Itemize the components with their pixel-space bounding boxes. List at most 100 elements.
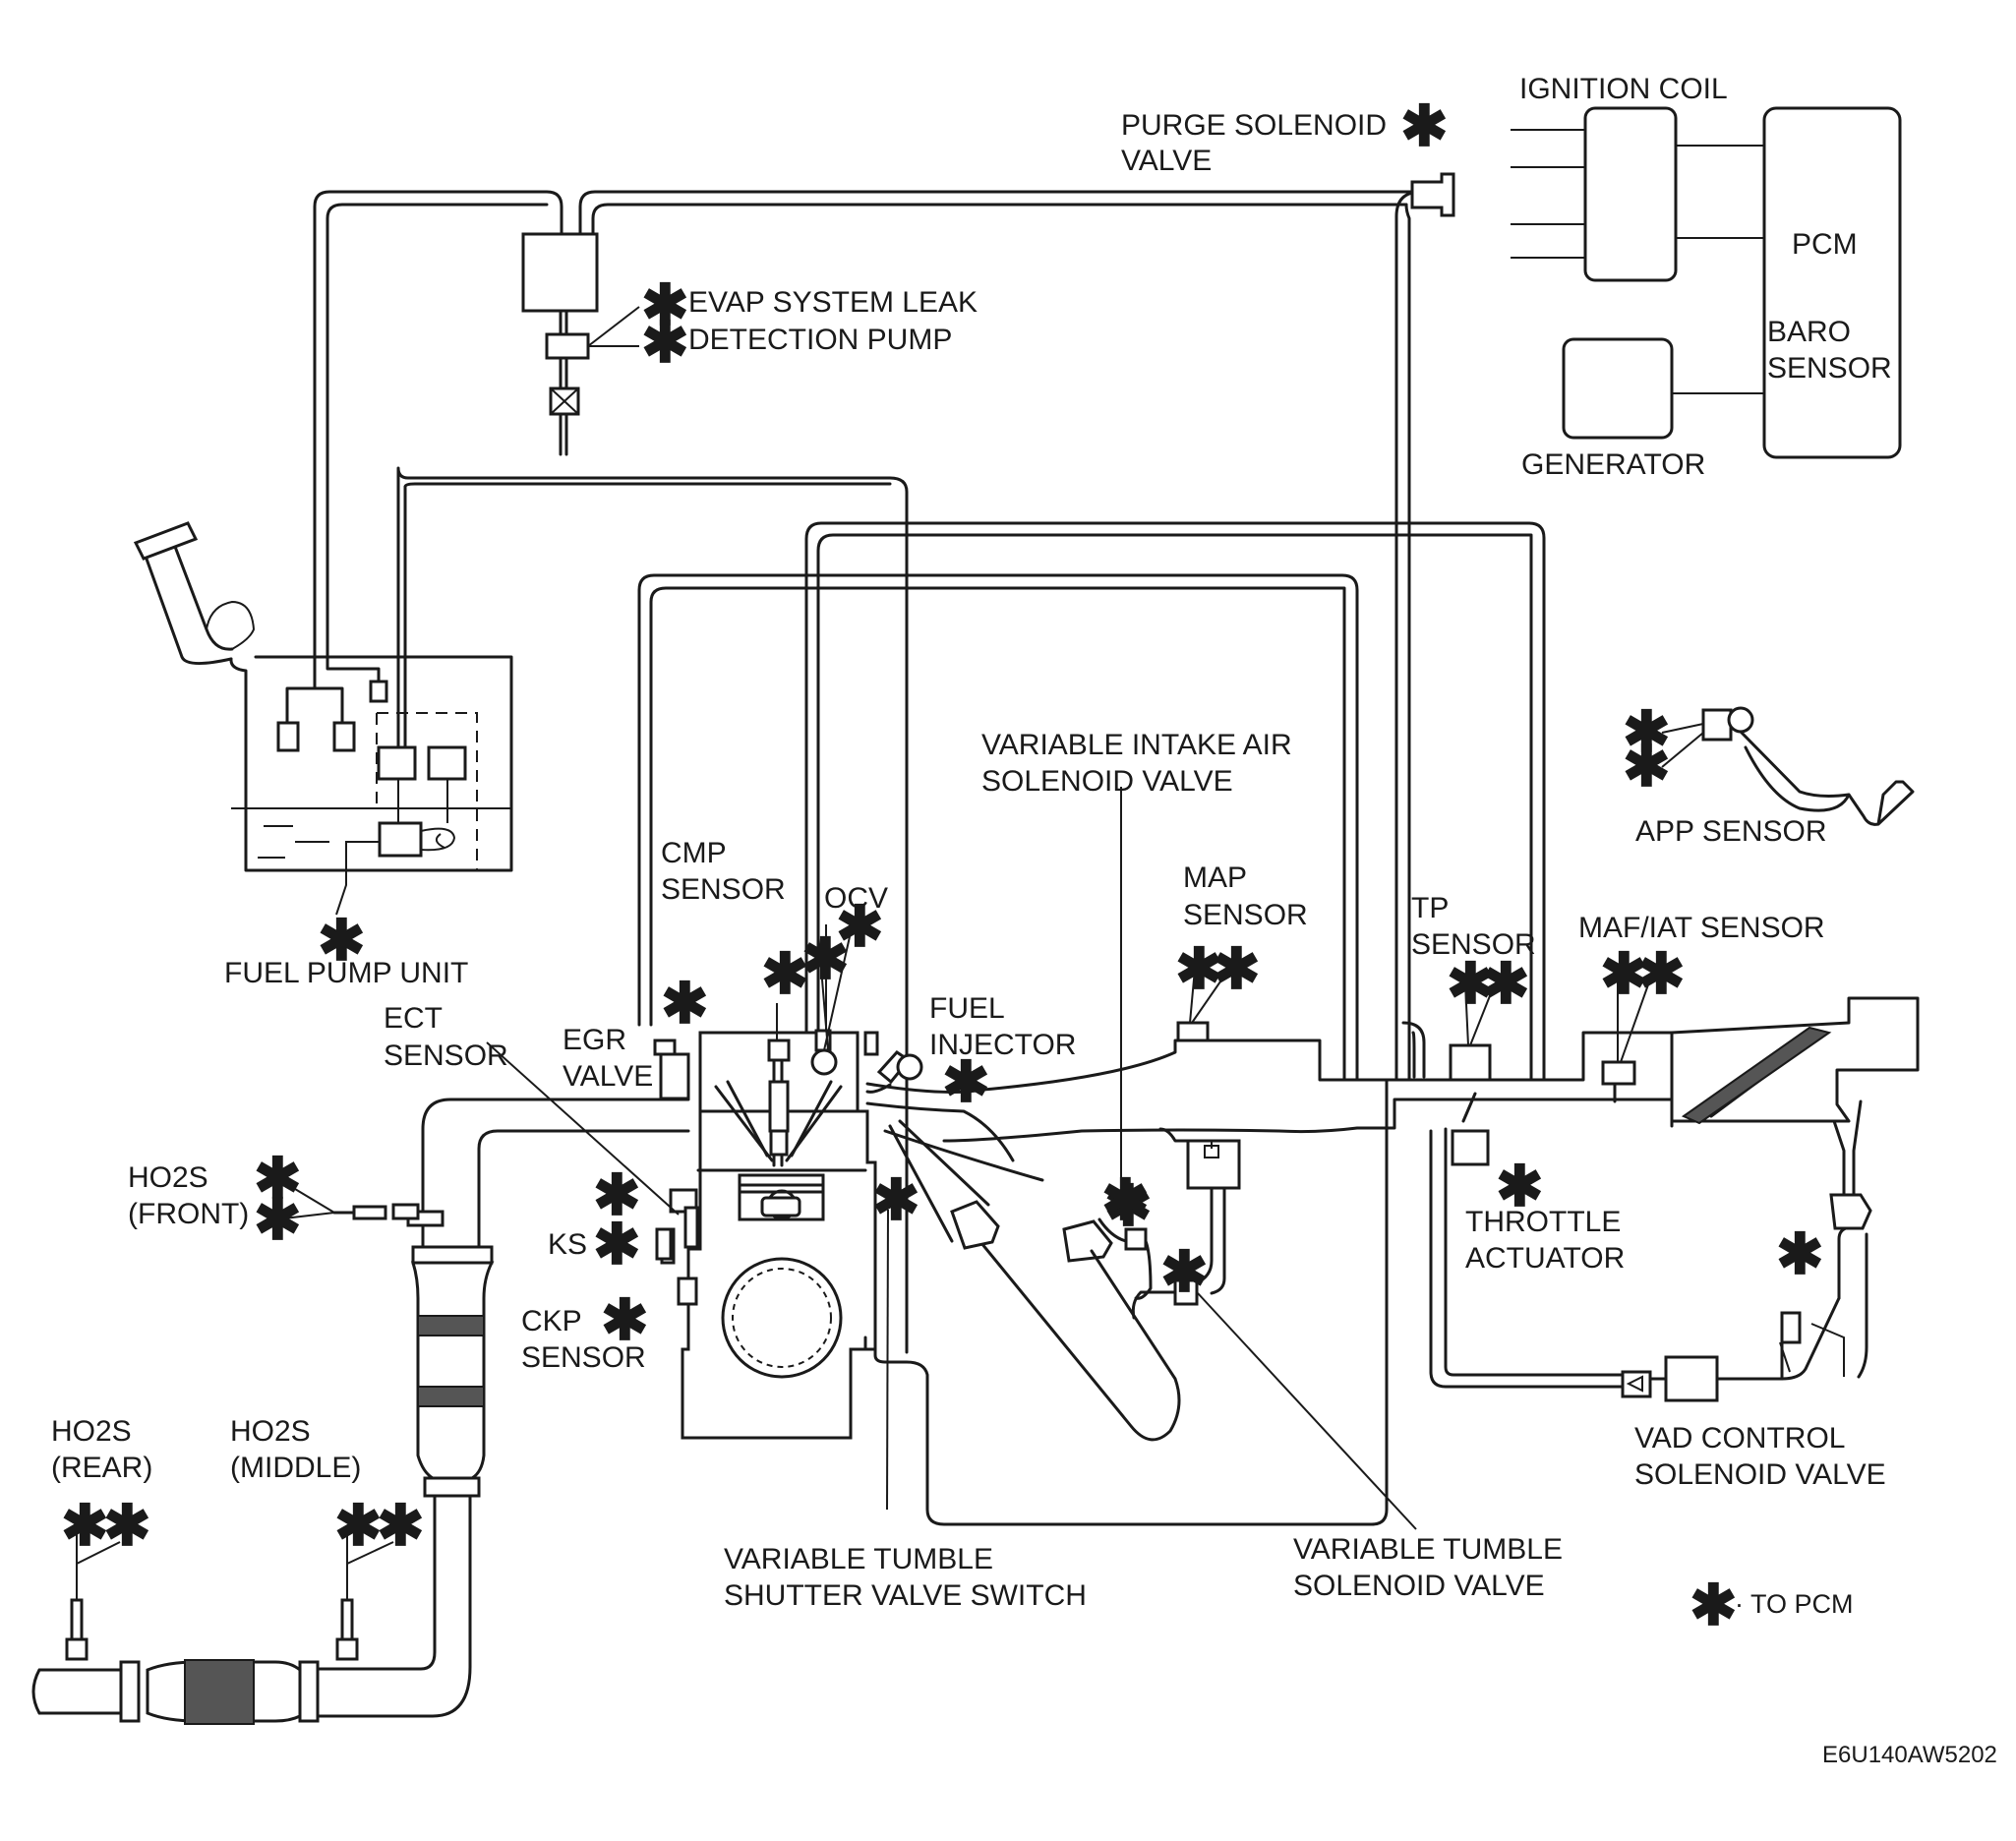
- evap-canister: [521, 232, 599, 313]
- asterisk-icon: ✱: [641, 311, 689, 375]
- evap-leak-pump: [545, 332, 590, 360]
- component-labels: IGNITION COIL PCM BARO SENSOR GENERATOR …: [51, 73, 1892, 1612]
- asterisk-icon: ✱: [801, 927, 850, 991]
- ocv-label: OCV: [824, 882, 888, 915]
- throttle-actuator-label-2: ACTUATOR: [1465, 1242, 1625, 1275]
- variable-intake-label-2: SOLENOID VALVE: [981, 765, 1233, 798]
- tumble-switch-label-1: VARIABLE TUMBLE: [724, 1543, 993, 1575]
- asterisk-icon: ✱: [1623, 700, 1671, 764]
- variable-intake-label-1: VARIABLE INTAKE AIR: [981, 729, 1292, 761]
- figure-code: E6U140AW5202: [1822, 1742, 1997, 1768]
- asterisk-icon: ✱: [1101, 1168, 1150, 1232]
- asterisk-icon: ✱: [872, 1168, 920, 1232]
- generator-label: GENERATOR: [1521, 448, 1705, 481]
- ho2s-front-label-2: (FRONT): [128, 1198, 249, 1230]
- vacuum-lines: [637, 521, 1546, 1082]
- vad-control-label-1: VAD CONTROL: [1634, 1422, 1845, 1455]
- asterisk-icon: ✱: [942, 1050, 990, 1114]
- ckp-sensor-label-1: CKP: [521, 1305, 582, 1337]
- asterisk-icon: ✱: [761, 942, 809, 1006]
- baro-sensor-label-2: SENSOR: [1767, 352, 1892, 385]
- fuel-pump-unit-label: FUEL PUMP UNIT: [224, 957, 468, 989]
- tp-sensor-body: [1449, 1043, 1492, 1082]
- baro-sensor-label-1: BARO: [1767, 316, 1851, 348]
- purge-valve-label-2: VALVE: [1121, 145, 1212, 177]
- purge-valve-label-1: PURGE SOLENOID: [1121, 109, 1387, 142]
- asterisk-icon: ✱: [593, 1213, 641, 1277]
- egr-valve-label-2: VALVE: [563, 1060, 653, 1093]
- egr-valve-body: [653, 1039, 690, 1100]
- asterisk-icon: ✱: [1776, 1222, 1824, 1286]
- evap-hoses: [313, 172, 1455, 1082]
- asterisk-icon: ✱: [1600, 942, 1648, 1006]
- ho2s-rear-label-2: (REAR): [51, 1452, 152, 1484]
- generator-box: [1562, 337, 1674, 440]
- coil-pcm-wires: [1676, 145, 1764, 239]
- evap-pump-label-1: EVAP SYSTEM LEAK: [688, 286, 978, 319]
- asterisk-icon: ✱: [836, 895, 884, 959]
- tumble-solenoid-label-2: SOLENOID VALVE: [1293, 1570, 1545, 1602]
- ignition-coil-label: IGNITION COIL: [1519, 73, 1728, 105]
- vad-tumble-system: [888, 1099, 1872, 1442]
- ho2s-middle-label-2: (MIDDLE): [230, 1452, 361, 1484]
- evap-pump-label-2: DETECTION PUMP: [688, 324, 952, 356]
- intake-tract: [865, 996, 1920, 1182]
- asterisk-icon: ✱: [254, 1188, 302, 1252]
- purge-valve: [1410, 172, 1455, 217]
- tumble-switch-label-2: SHUTTER VALVE SWITCH: [724, 1579, 1087, 1612]
- engine: [653, 1029, 1389, 1526]
- ho2s-middle-label-1: HO2S: [230, 1415, 311, 1448]
- ignition-pcm-group: [1511, 106, 1902, 459]
- asterisk-icon: ✱: [1482, 952, 1530, 1016]
- tp-sensor-label-1: TP: [1411, 892, 1449, 924]
- asterisk-icon: ✱: [1213, 937, 1261, 1001]
- asterisk-icon: ✱: [318, 909, 366, 973]
- asterisk-icon: ✱: [1400, 94, 1449, 158]
- ignition-coil-box: [1583, 106, 1678, 282]
- ckp-sensor-label-2: SENSOR: [521, 1341, 646, 1374]
- maf-iat-sensor-label: MAF/IAT SENSOR: [1578, 912, 1825, 944]
- legend-text: · TO PCM: [1735, 1589, 1854, 1619]
- asterisk-icon: ✱: [1447, 952, 1495, 1016]
- map-sensor-body: [1176, 1021, 1210, 1042]
- asterisk-icon: ✱: [254, 1147, 302, 1211]
- pcm-box: [1762, 106, 1902, 459]
- tumble-solenoid-box: [1186, 1139, 1241, 1190]
- asterisk-icon: ✱: [61, 1494, 109, 1558]
- tp-sensor-label-2: SENSOR: [1411, 928, 1536, 961]
- asterisk-icon: ✱: [641, 273, 689, 337]
- asterisk-icon: ✱: [1496, 1155, 1544, 1218]
- asterisk-icon: ✱: [1160, 1240, 1209, 1304]
- asterisk-icon: ✱: [593, 1163, 641, 1227]
- throttle-actuator-body: [1451, 1129, 1490, 1166]
- asterisk-icon: ✱: [377, 1494, 425, 1558]
- asterisk-icon: ✱: [601, 1288, 649, 1352]
- map-sensor-label-1: MAP: [1183, 861, 1247, 894]
- vad-control-label-2: SOLENOID VALVE: [1634, 1458, 1886, 1491]
- egr-valve-label-1: EGR: [563, 1024, 626, 1056]
- app-sensor-assembly: [1661, 706, 1915, 826]
- cmp-sensor-label-2: SENSOR: [661, 873, 786, 906]
- asterisk-icon: ✱: [1104, 1174, 1153, 1238]
- fuel-tank: [133, 466, 909, 1354]
- map-sensor-label-2: SENSOR: [1183, 899, 1308, 931]
- leader-lines: [486, 787, 1845, 1530]
- ect-sensor-label-1: ECT: [384, 1002, 443, 1035]
- legend: ✱ · TO PCM: [1690, 1574, 1854, 1637]
- ho2s-front-label-1: HO2S: [128, 1161, 208, 1194]
- tumble-solenoid-label-1: VARIABLE TUMBLE: [1293, 1533, 1563, 1566]
- coil-input-wires: [1511, 129, 1585, 259]
- fuel-injector-label-2: INJECTOR: [929, 1029, 1076, 1061]
- ect-sensor-label-2: SENSOR: [384, 1039, 508, 1072]
- maf-sensor-body: [1601, 1060, 1636, 1086]
- asterisk-icon: ✱: [1623, 735, 1671, 799]
- cmp-sensor-label-1: CMP: [661, 837, 727, 869]
- throttle-actuator-label-1: THROTTLE: [1465, 1206, 1621, 1238]
- crankshaft-pulley: [721, 1257, 843, 1379]
- asterisk-icon: ✱: [1175, 937, 1223, 1001]
- legend-asterisk-icon: ✱: [1690, 1574, 1738, 1637]
- exhaust: [31, 1098, 690, 1725]
- ho2s-rear-label-1: HO2S: [51, 1415, 132, 1448]
- asterisk-icon: ✱: [334, 1494, 383, 1558]
